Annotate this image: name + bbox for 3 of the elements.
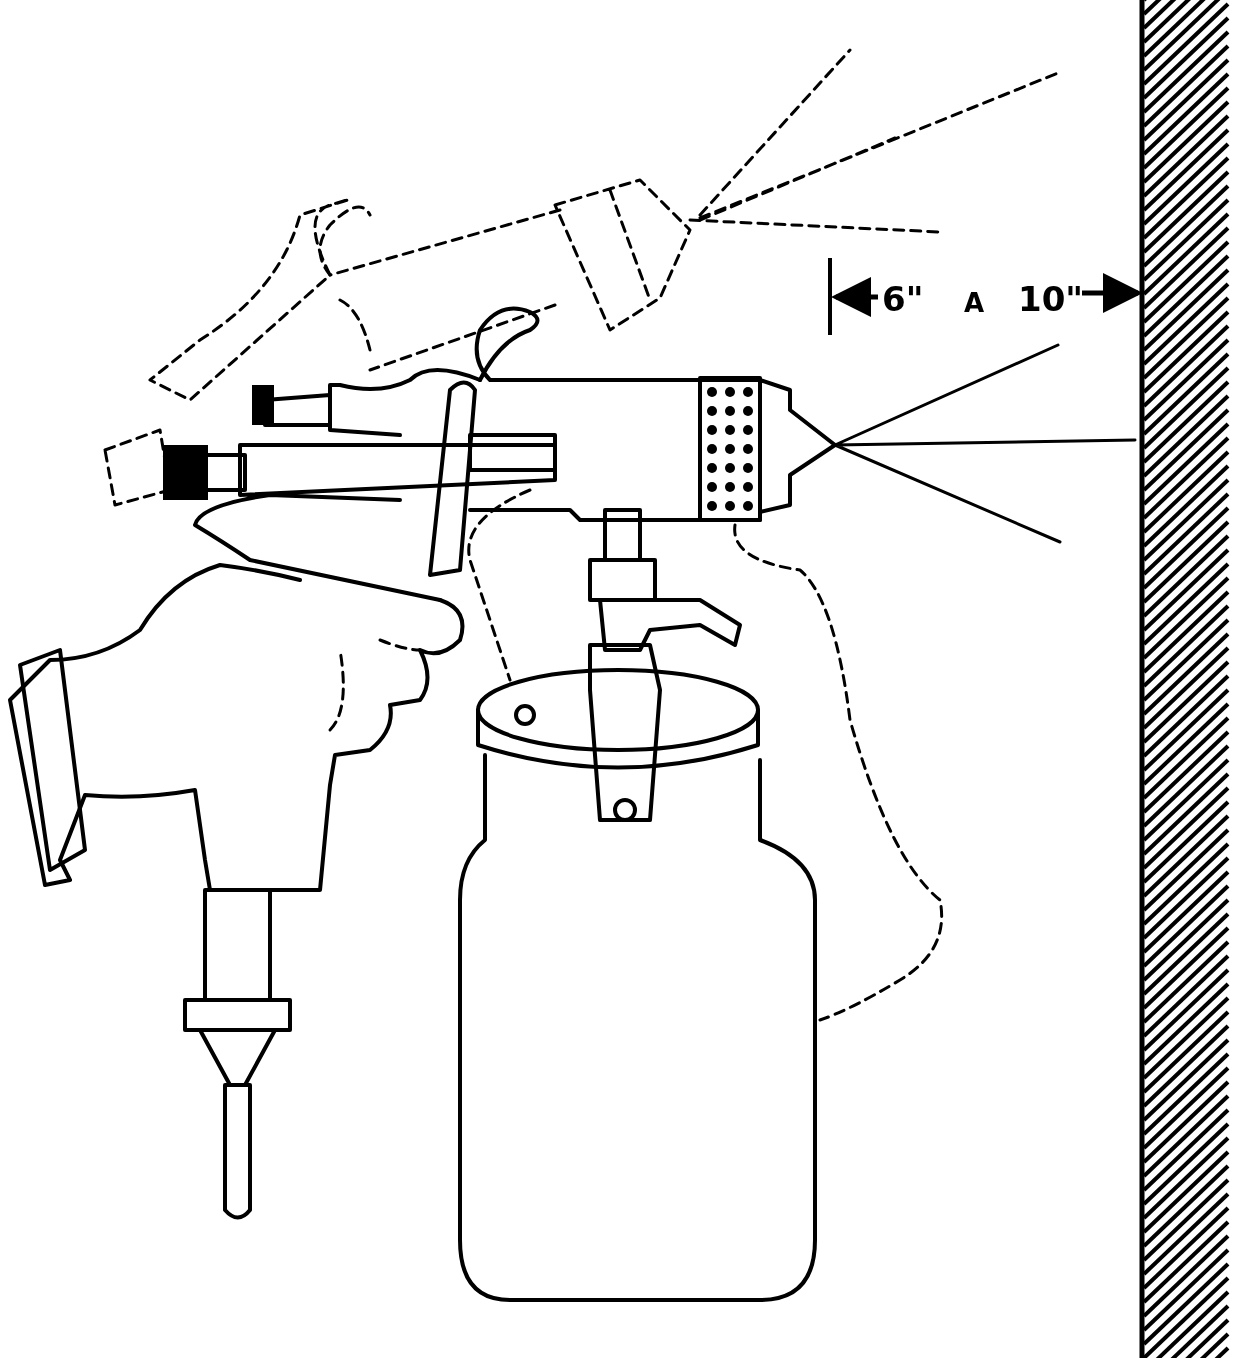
dimension-label: 10" [1018, 282, 1084, 316]
dimension-label: 6" [882, 282, 924, 316]
dimension-label: A [964, 290, 985, 316]
